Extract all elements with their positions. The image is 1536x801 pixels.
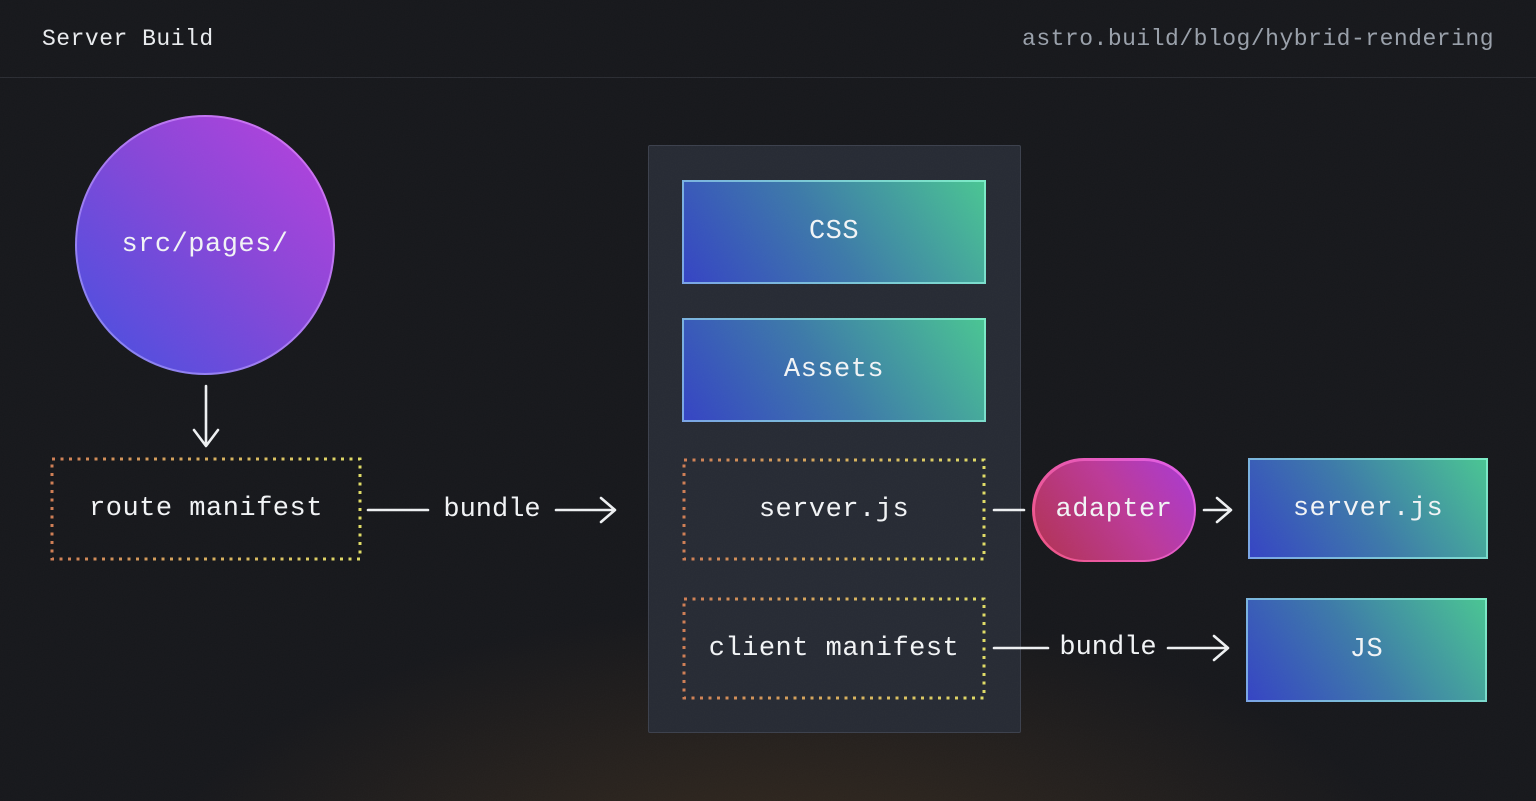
route-manifest-node: route manifest [50, 457, 362, 561]
assets-node-fill: Assets [684, 320, 984, 420]
output-server-js-label: server.js [1292, 493, 1444, 524]
output-js-label: JS [1349, 635, 1384, 665]
bundle-label-right: bundle [1059, 633, 1157, 663]
client-manifest-node: client manifest [682, 597, 986, 700]
arrow-bundle-to-panel-icon [554, 496, 617, 524]
dotted-border [50, 457, 362, 561]
bundle-label-left: bundle [443, 495, 541, 525]
assets-node: Assets [682, 318, 986, 422]
arrow-circle-to-route-manifest-icon [192, 384, 220, 448]
output-js-node: JS [1246, 598, 1487, 702]
output-js-fill: JS [1248, 600, 1485, 700]
header-url: astro.build/blog/hybrid-rendering [1022, 25, 1494, 52]
header: Server Build astro.build/blog/hybrid-ren… [0, 0, 1536, 78]
page-title: Server Build [42, 25, 214, 52]
arrow-bundle-to-js-icon [1166, 634, 1230, 662]
adapter-node-fill: adapter [1034, 460, 1194, 560]
adapter-label: adapter [1055, 495, 1173, 525]
assets-label: Assets [783, 355, 885, 385]
server-js-node: server.js [682, 458, 986, 561]
source-circle-node: src/pages/ [75, 115, 335, 375]
output-server-js-node: server.js [1248, 458, 1488, 559]
dotted-border [682, 458, 986, 561]
css-node: CSS [682, 180, 986, 284]
dotted-border [682, 597, 986, 700]
css-node-fill: CSS [684, 182, 984, 282]
source-circle-label: src/pages/ [121, 230, 289, 260]
css-label: CSS [808, 217, 860, 247]
source-circle-fill: src/pages/ [77, 117, 333, 373]
output-server-js-fill: server.js [1250, 460, 1486, 557]
arrow-adapter-to-server-js-icon [1202, 496, 1233, 524]
adapter-node: adapter [1032, 458, 1196, 562]
